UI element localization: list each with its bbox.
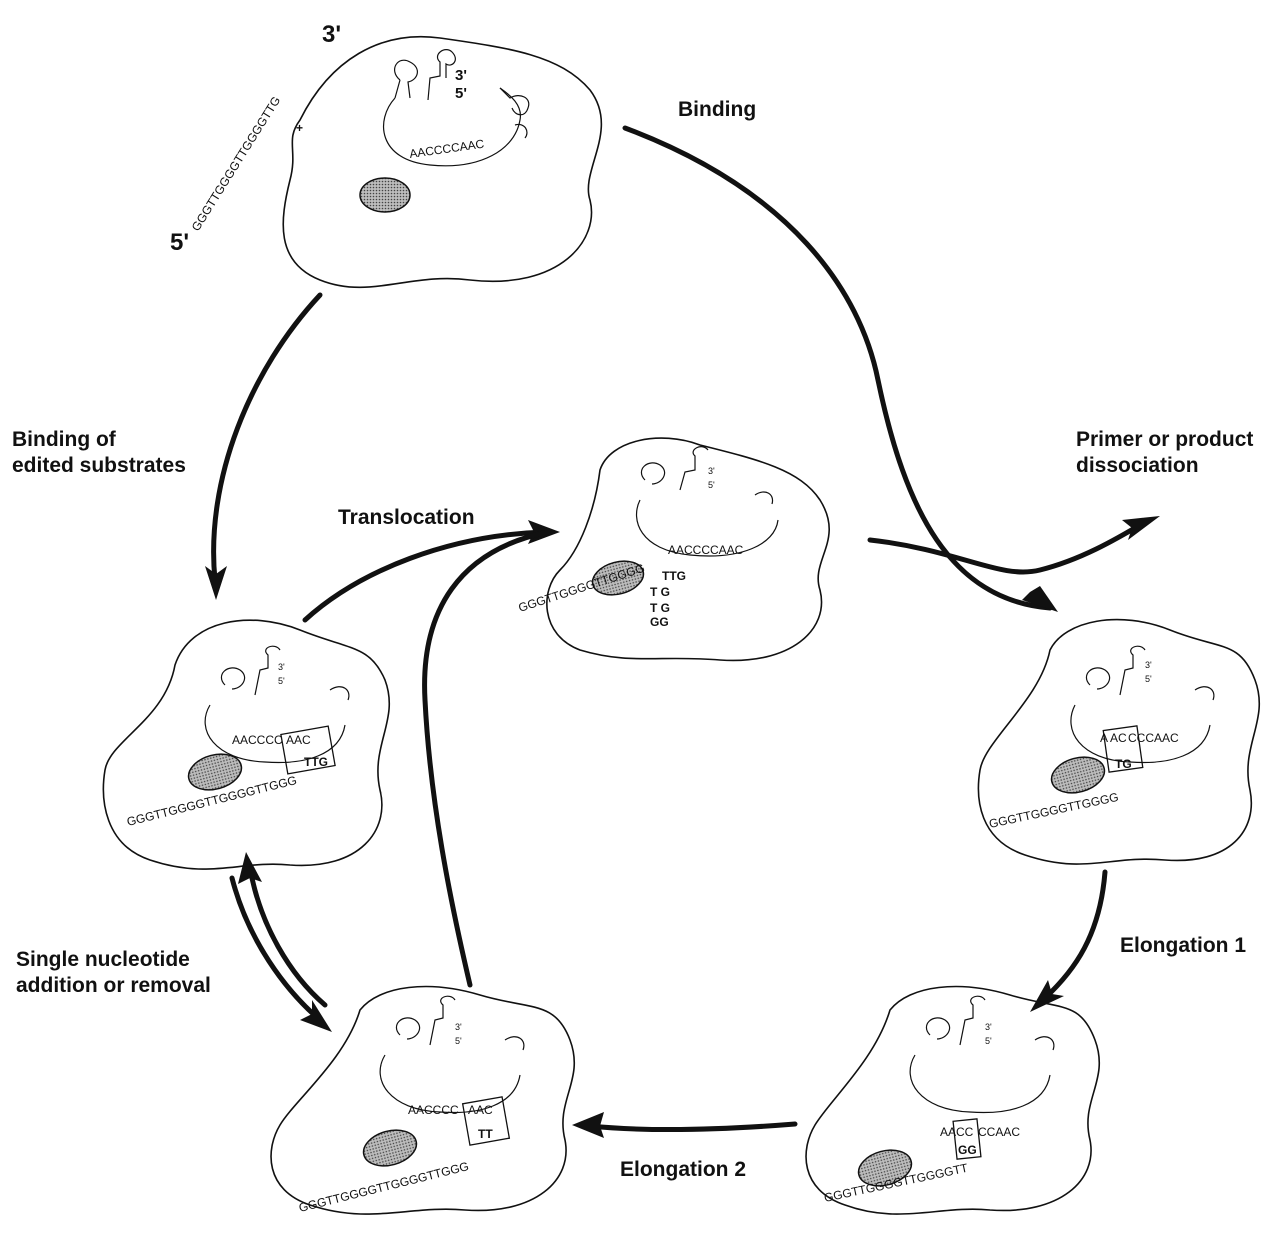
label-dissociation-1: Primer or product [1076, 428, 1253, 451]
state-bottom-right: 3' 5' AA CC CCAAC GGGTTGGGGTTGGGGTT GG [806, 987, 1099, 1215]
state-left: 3' 5' AACCCC AAC GGGTTGGGGTTGGGGTTGGG TT… [103, 620, 389, 869]
label-translocation: Translocation [338, 506, 475, 529]
dissociation-arrow [870, 516, 1160, 572]
primer-sequence: GGGTTGGGGTTGGGGTTG [189, 94, 284, 234]
bottom-right-5prime: 5' [985, 1036, 992, 1046]
addition-removal-arrows [232, 852, 332, 1032]
right-template-b: CCCAAC [1128, 731, 1179, 745]
state-right: 3' 5' A AC CCCAAC GGGTTGGGGTTGGGG TG [978, 620, 1259, 864]
bottom-center-template-box: AAC [468, 1103, 493, 1117]
left-5prime: 5' [278, 676, 285, 686]
label-elongation2: Elongation 2 [620, 1158, 746, 1181]
bottom-center-5prime: 5' [455, 1036, 462, 1046]
template-sequence: AACCCCAAC [408, 137, 485, 161]
bottom-center-3prime: 3' [455, 1022, 462, 1032]
center-template: AACCCCAAC [668, 543, 744, 557]
state-top: 3' 5' AACCCCAAC [283, 37, 601, 288]
bottom-right-product-box: GG [958, 1143, 977, 1157]
bottom-center-product-box: TT [478, 1127, 493, 1141]
label-single-nucleotide-2: addition or removal [16, 974, 211, 997]
binding-edited-arrow [205, 295, 320, 600]
center-loop-3: GG [650, 615, 669, 629]
template-5prime-label: 5' [455, 85, 467, 102]
bottom-right-3prime: 3' [985, 1022, 992, 1032]
right-product: GGGTTGGGGTTGGGG [988, 790, 1120, 831]
right-5prime: 5' [1145, 674, 1152, 684]
bottom-center-product: GGGTTGGGGTTGGGGTTGGG [297, 1159, 470, 1215]
left-3prime: 3' [278, 662, 285, 672]
template-3prime-label: 3' [455, 67, 467, 84]
right-product-box: TG [1115, 757, 1132, 771]
left-template-box: AAC [286, 733, 311, 747]
plus-sign: + [296, 121, 303, 135]
center-5prime: 5' [708, 480, 715, 490]
right-enzyme [1048, 752, 1109, 799]
center-3prime: 3' [708, 466, 715, 476]
bottom-right-template-b: CCAAC [978, 1125, 1020, 1139]
primer-strand: 5' 3' GGGTTGGGGTTGGGGTTG + [170, 21, 341, 256]
elongation1-arrow [1030, 872, 1105, 1012]
center-loop-2: T G [650, 601, 670, 615]
label-elongation1: Elongation 1 [1120, 934, 1246, 957]
bottom-center-template-a: AACCCC [408, 1103, 459, 1117]
state-center: 3' 5' AACCCCAAC GGGTTGGGGTTGGGG TTG T G … [517, 438, 830, 660]
label-binding-edited-1: Binding of [12, 428, 117, 451]
label-binding: Binding [678, 98, 756, 121]
left-product-box: TTG [304, 755, 328, 769]
center-loop-1: T G [650, 585, 670, 599]
label-single-nucleotide-1: Single nucleotide [16, 948, 190, 971]
right-template-box: AC [1110, 731, 1127, 745]
bottom-right-template-box: CC [956, 1125, 974, 1139]
right-3prime: 3' [1145, 660, 1152, 670]
label-binding-edited-2: edited substrates [12, 454, 186, 477]
binding-arrow [625, 128, 1058, 612]
enzyme-active-site [360, 178, 410, 212]
primer-3prime-label: 3' [322, 21, 341, 48]
bottom-center-enzyme [360, 1125, 421, 1172]
left-template-a: AACCCC [232, 733, 283, 747]
center-overhang: TTG [662, 569, 686, 583]
elongation2-arrow [572, 1112, 795, 1138]
label-dissociation-2: dissociation [1076, 454, 1199, 477]
primer-5prime-label: 5' [170, 229, 189, 256]
